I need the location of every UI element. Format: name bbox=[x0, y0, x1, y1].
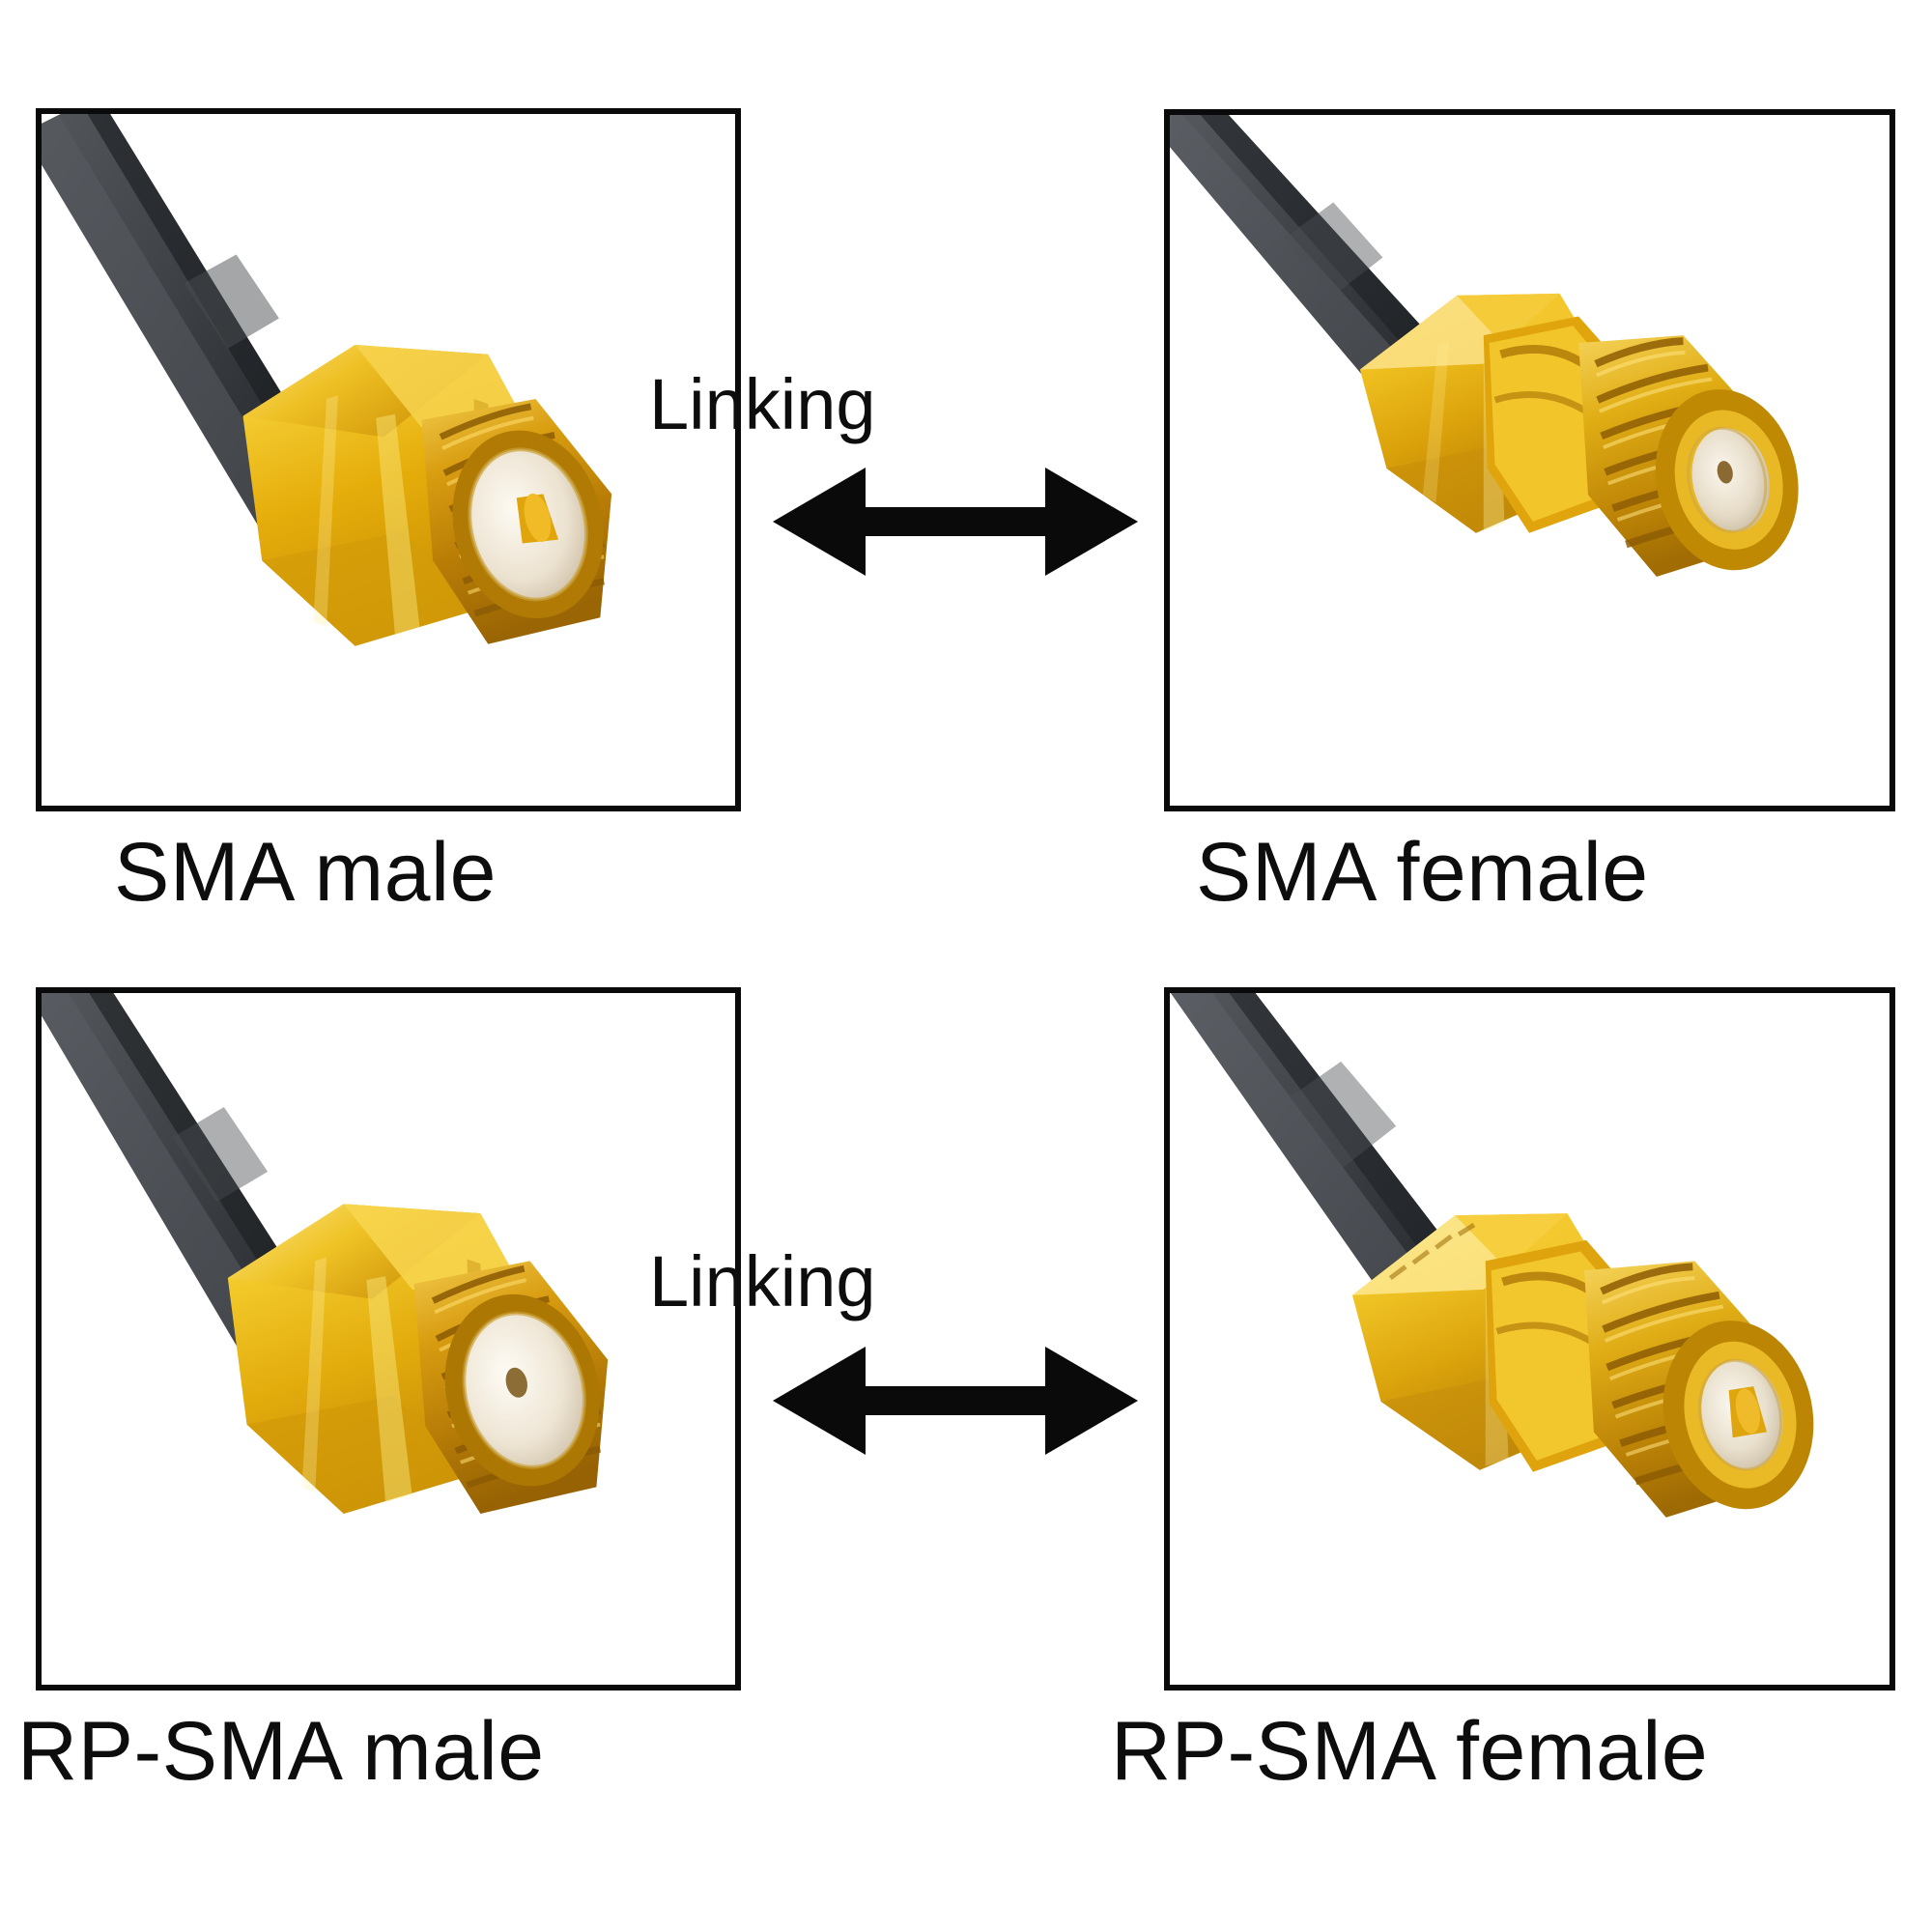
label-sma-female: SMA female bbox=[1196, 826, 1649, 919]
panel-rp-sma-female bbox=[1164, 987, 1895, 1690]
sma-female-connector-image bbox=[1170, 115, 1889, 806]
sma-male-connector-image bbox=[42, 114, 735, 806]
rp-sma-female-connector-image bbox=[1170, 993, 1889, 1685]
panel-sma-male bbox=[36, 108, 741, 811]
label-sma-male: SMA male bbox=[114, 826, 497, 919]
double-headed-arrow-icon-bottom bbox=[773, 1333, 1138, 1468]
label-rp-sma-male: RP-SMA male bbox=[17, 1705, 545, 1798]
panel-rp-sma-male bbox=[36, 987, 741, 1690]
panel-sma-female bbox=[1164, 109, 1895, 811]
label-rp-sma-female: RP-SMA female bbox=[1111, 1705, 1709, 1798]
rp-sma-male-connector-image bbox=[42, 993, 735, 1685]
linking-label-bottom: Linking bbox=[649, 1241, 876, 1321]
double-headed-arrow-icon-top bbox=[773, 454, 1138, 589]
linking-label-top: Linking bbox=[649, 364, 876, 444]
